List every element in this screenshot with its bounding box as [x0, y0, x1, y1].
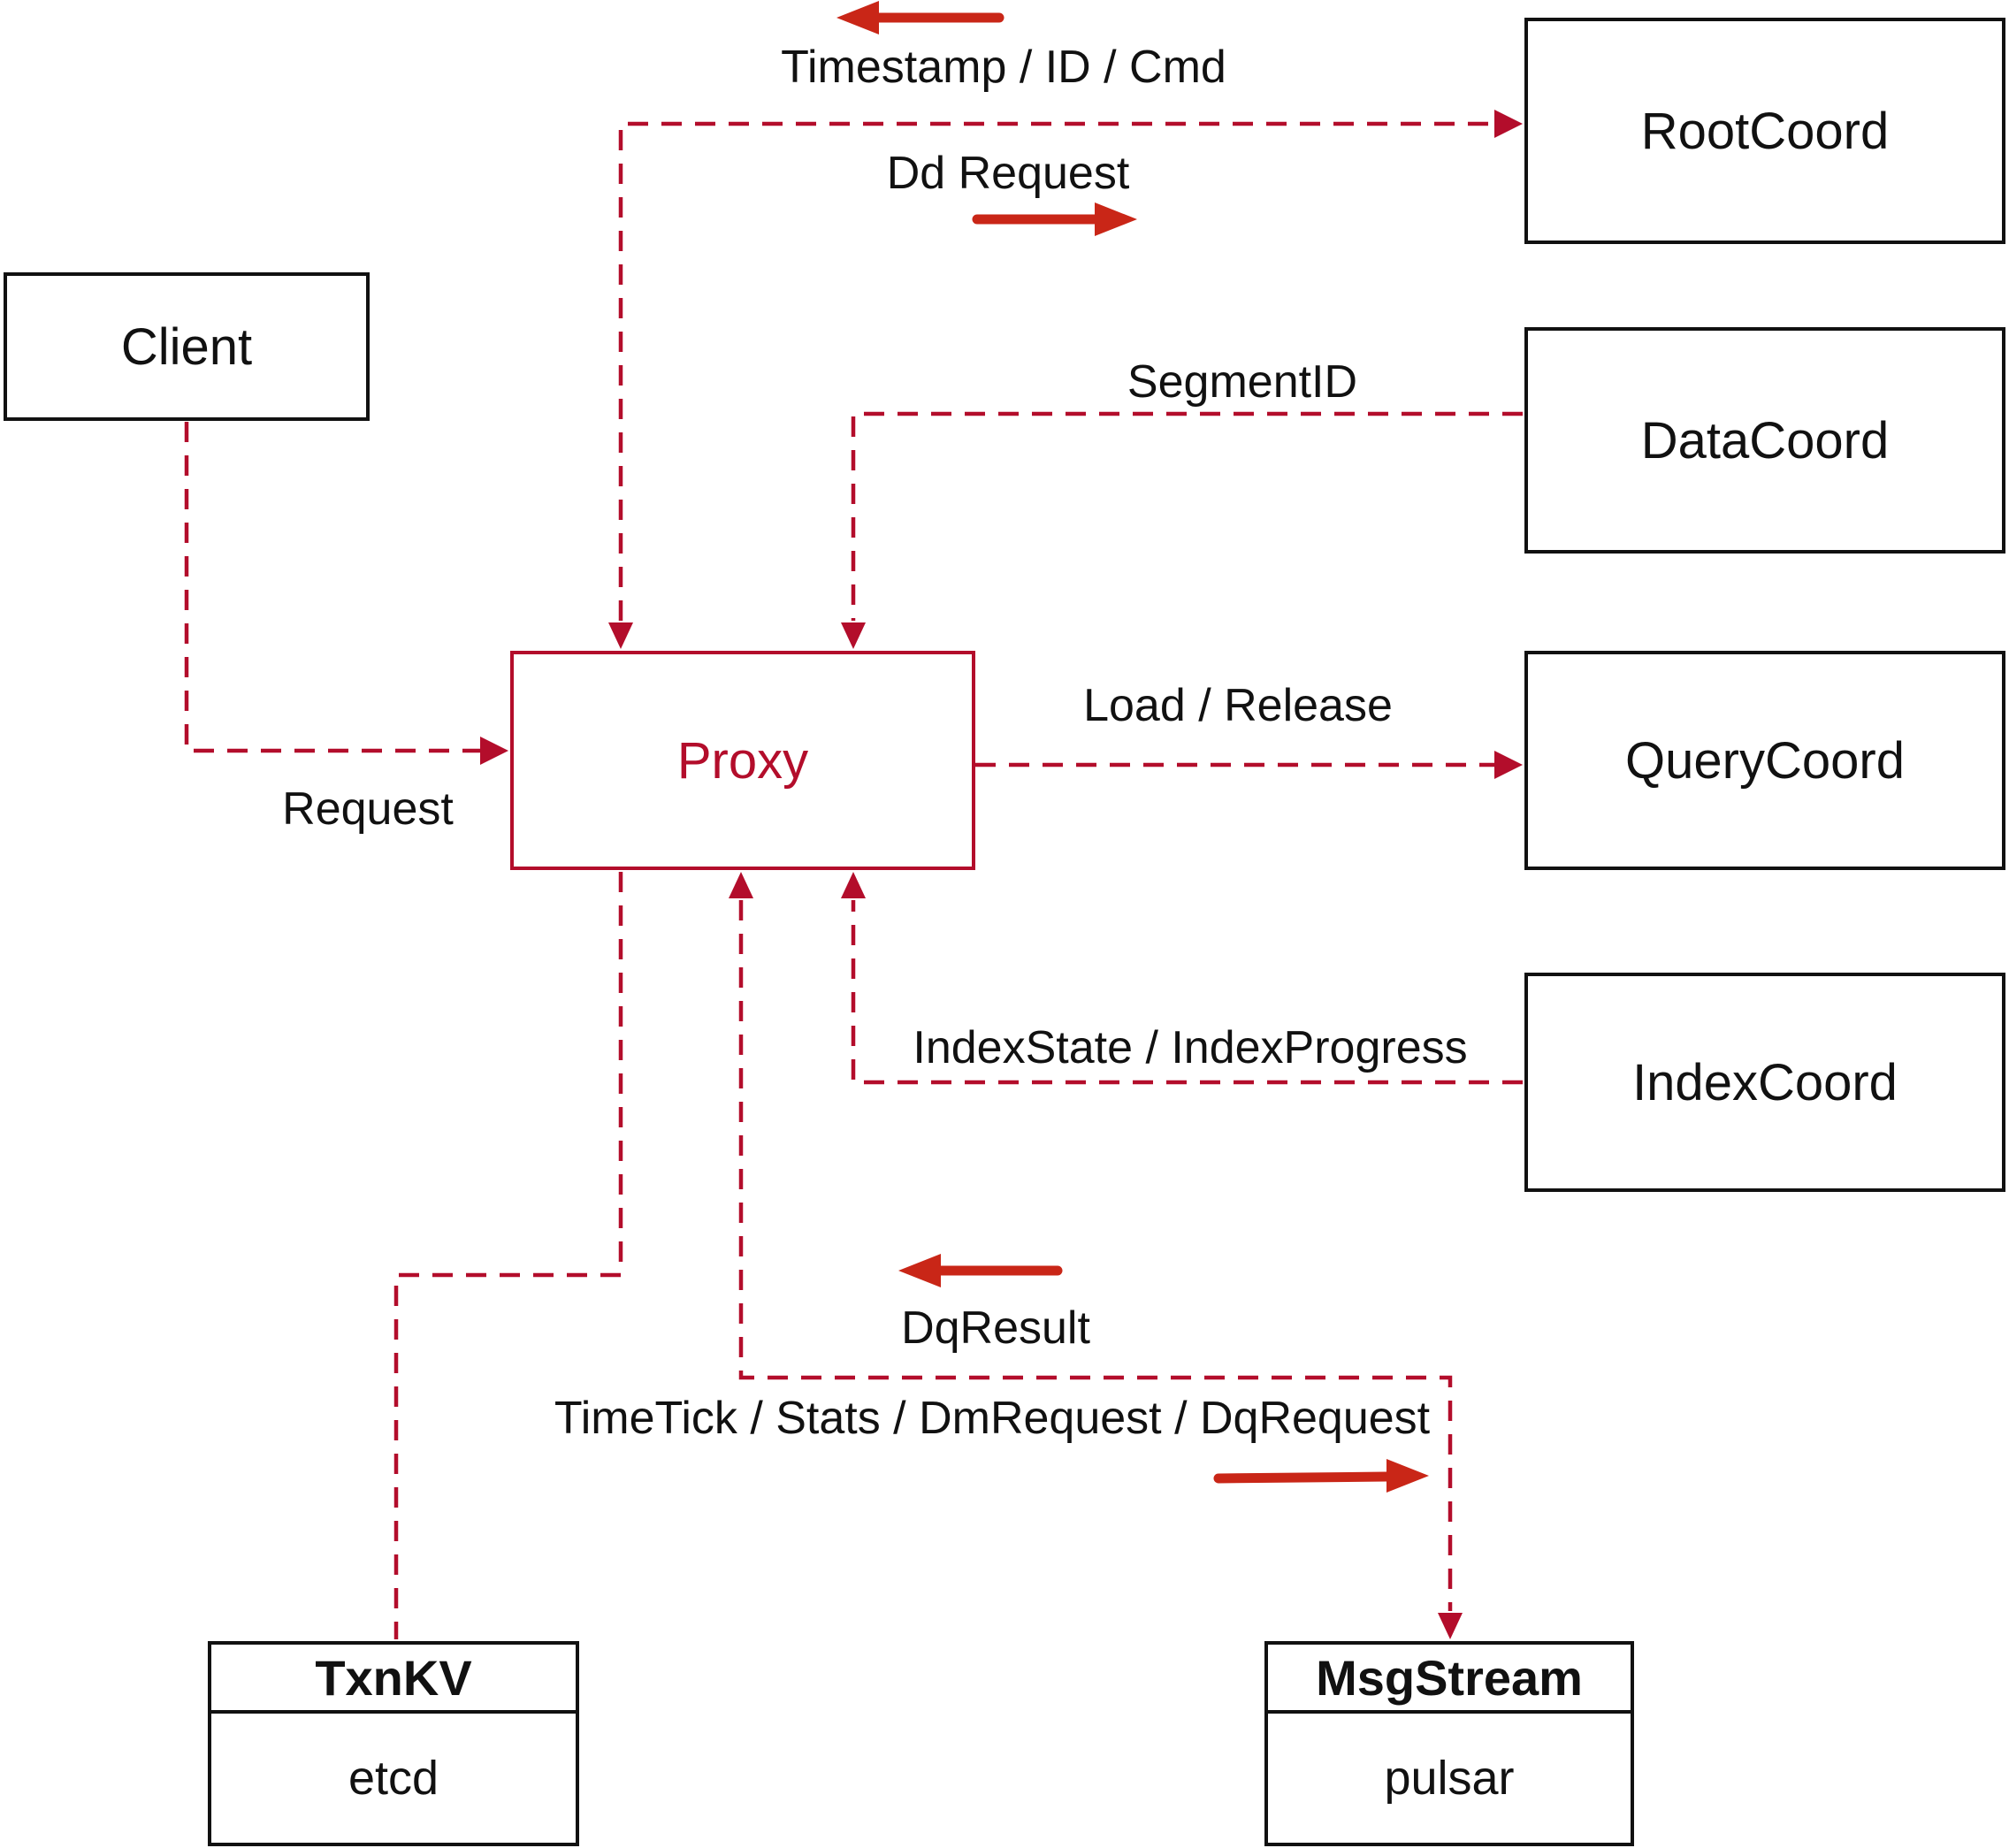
direction-arrow-timetick-right-icon: [1213, 1459, 1429, 1493]
node-rootcoord: RootCoord: [1524, 18, 2005, 244]
arrowhead-into-querycoord-icon: [1494, 751, 1523, 779]
node-msgstream-title: MsgStream: [1268, 1645, 1631, 1714]
node-indexcoord-label: IndexCoord: [1632, 1053, 1898, 1111]
arrowhead-into-proxy-top-left-icon: [608, 622, 633, 649]
edge-client-proxy: [184, 422, 508, 765]
arrowhead-into-proxy-bottom-right-icon: [841, 872, 866, 898]
arrowhead-into-proxy-bottom-left-icon: [729, 872, 753, 898]
edge-proxy-rootcoord-line: [618, 121, 1494, 621]
node-msgstream-impl: pulsar: [1384, 1752, 1515, 1805]
node-querycoord: QueryCoord: [1524, 651, 2005, 870]
label-load-release: Load / Release: [1083, 680, 1393, 731]
node-proxy: Proxy: [510, 651, 975, 870]
edge-datacoord-proxy: [841, 411, 1523, 649]
node-indexcoord: IndexCoord: [1524, 973, 2005, 1192]
direction-arrow-timestamp-left-icon: [836, 1, 1004, 34]
node-msgstream: MsgStream pulsar: [1264, 1641, 1634, 1846]
label-timestamp-id-cmd: Timestamp / ID / Cmd: [781, 42, 1226, 93]
label-segmentid: SegmentID: [1127, 356, 1358, 408]
node-querycoord-label: QueryCoord: [1625, 731, 1905, 790]
edge-proxy-msgstream-line: [738, 900, 1453, 1611]
label-dd-request: Dd Request: [886, 148, 1130, 199]
label-indexstate-indexprogress: IndexState / IndexProgress: [913, 1022, 1468, 1073]
label-dqresult: DqResult: [901, 1302, 1090, 1354]
edge-proxy-querycoord: [975, 751, 1523, 779]
label-request: Request: [282, 783, 454, 835]
node-client: Client: [4, 272, 370, 421]
node-txnkv-impl: etcd: [348, 1752, 439, 1805]
direction-arrow-dd-request-right-icon: [972, 202, 1137, 236]
edge-proxy-rootcoord: [608, 110, 1523, 649]
node-datacoord-label: DataCoord: [1640, 411, 1890, 470]
node-txnkv: TxnKV etcd: [208, 1641, 579, 1846]
edge-client-proxy-line: [184, 422, 480, 753]
arrowhead-into-proxy-top-right-icon: [841, 622, 866, 649]
label-timetick-stats-dmrequest-dqrequest: TimeTick / Stats / DmRequest / DqRequest: [554, 1393, 1431, 1444]
arrowhead-into-proxy-left-icon: [480, 737, 508, 765]
direction-arrow-dqresult-left-icon: [898, 1254, 1063, 1287]
arrowhead-into-msgstream-icon: [1438, 1613, 1463, 1639]
arrowhead-into-rootcoord-icon: [1494, 110, 1523, 138]
node-rootcoord-label: RootCoord: [1640, 102, 1890, 160]
edge-proxy-msgstream: [729, 872, 1463, 1639]
edge-datacoord-proxy-line: [851, 411, 1523, 621]
node-proxy-label: Proxy: [676, 731, 809, 790]
node-txnkv-title: TxnKV: [211, 1645, 576, 1714]
edge-proxy-txnkv-line: [393, 872, 623, 1639]
edge-proxy-txnkv: [393, 872, 623, 1639]
node-client-label: Client: [120, 317, 253, 376]
edge-indexcoord-proxy: [841, 872, 1523, 1085]
edge-indexcoord-proxy-line: [851, 900, 1523, 1085]
node-datacoord: DataCoord: [1524, 327, 2005, 554]
